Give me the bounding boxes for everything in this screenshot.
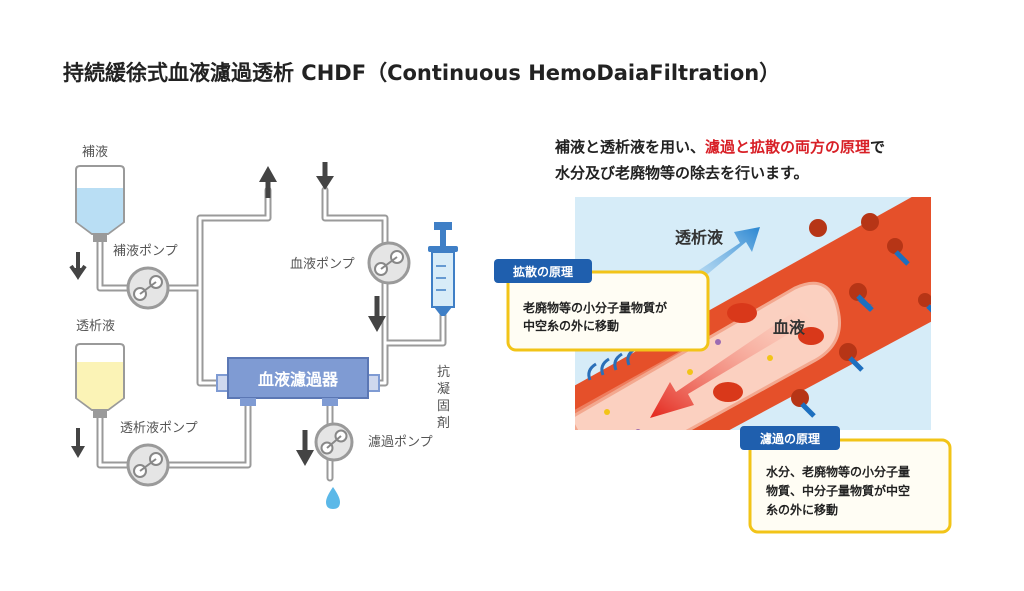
blood-pump-icon [367, 241, 411, 285]
dialysate-flow-label: 透析液 [675, 228, 724, 247]
filtration-text-3: 糸の外に移動 [766, 502, 838, 517]
arrow-down-icon [71, 446, 85, 458]
svg-text:剤: 剤 [437, 415, 450, 431]
diffusion-badge: 拡散の原理 [513, 264, 573, 279]
diffusion-card: 拡散の原理 老廃物等の小分子量物質が 中空糸の外に移動 [494, 259, 710, 352]
filtration-text-1: 水分、老廃物等の小分子量 [766, 464, 910, 479]
blood-pump-label: 血液ポンプ [290, 257, 355, 272]
svg-text:固: 固 [437, 399, 450, 414]
circuit-pipes [96, 186, 447, 482]
dialysate-pump-icon [126, 443, 170, 487]
page-title: 持続緩徐式血液濾過透析 CHDF（Continuous HemoDaiaFilt… [63, 61, 780, 85]
replacement-pump-icon [126, 266, 170, 310]
arrow-down-icon [296, 450, 314, 466]
replacement-pump-label: 補液ポンプ [113, 244, 178, 259]
arrow-down-icon [368, 316, 386, 332]
svg-text:抗: 抗 [437, 365, 450, 380]
arrow-down-icon [316, 176, 334, 190]
svg-text:凝: 凝 [437, 381, 450, 397]
blood-flow-label: 血液 [773, 318, 806, 337]
arrow-down-icon [71, 268, 85, 280]
filtration-pump-icon [314, 422, 354, 462]
description-line1: 補液と透析液を用い、濾過と拡散の両方の原理で [554, 138, 885, 156]
description-line2: 水分及び老廃物等の除去を行います。 [555, 164, 809, 182]
arrow-up-icon [259, 166, 277, 182]
water-drop-icon [326, 487, 340, 509]
diffusion-text-2: 中空糸の外に移動 [523, 318, 619, 333]
anticoagulant-label: 抗 凝 固 剤 [437, 365, 450, 431]
dialysate-bag [75, 343, 125, 418]
replacement-fluid-bag [75, 165, 125, 242]
filtration-badge: 濾過の原理 [760, 431, 820, 446]
filter-label: 血液濾過器 [258, 370, 339, 389]
replacement-fluid-label: 補液 [82, 145, 108, 160]
filtration-pump-label: 濾過ポンプ [368, 435, 433, 450]
syringe-icon [428, 222, 458, 316]
filtration-card: 濾過の原理 水分、老廃物等の小分子量 物質、中分子量物質が中空 糸の外に移動 [740, 426, 952, 534]
dialysate-label: 透析液 [76, 319, 115, 334]
dialysate-pump-label: 透析液ポンプ [120, 421, 198, 436]
diffusion-text-1: 老廃物等の小分子量物質が [523, 300, 667, 315]
filtration-text-2: 物質、中分子量物質が中空 [766, 483, 910, 498]
blood-filter: 血液濾過器 [216, 357, 380, 406]
